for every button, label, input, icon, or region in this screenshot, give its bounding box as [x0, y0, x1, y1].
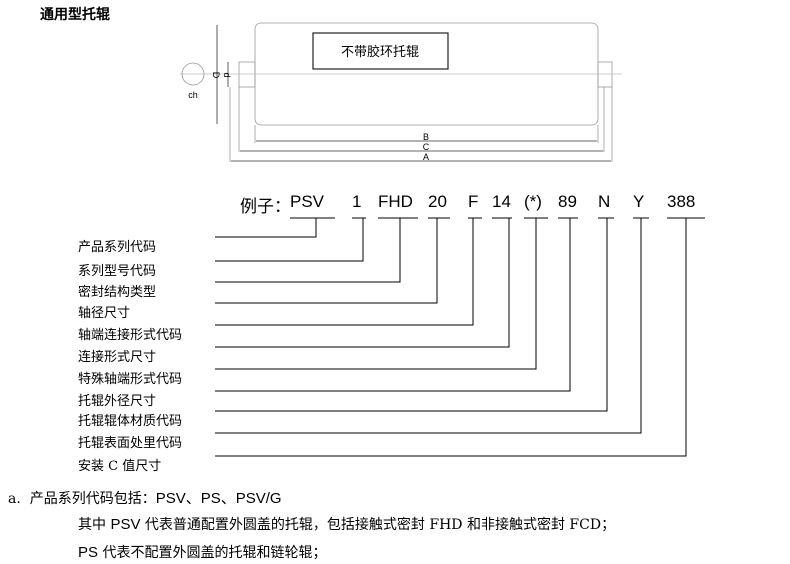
code-label: 产品系列代码 [78, 240, 157, 255]
code-leader-line [215, 218, 364, 262]
code-label: 密封结构类型 [78, 285, 157, 300]
code-leader-line [215, 218, 510, 348]
example-prefix: 例子： [240, 197, 291, 216]
note-line-2: 其中 PSV 代表普通配置外圆盖的托辊，包括接触式密封 FHD 和非接触式密封 … [78, 516, 616, 533]
shaft-end-view [181, 62, 205, 86]
code-label: 托辊外径尺寸 [78, 394, 157, 409]
code-segment: Y [633, 192, 645, 211]
code-label: 轴端连接形式代码 [78, 328, 183, 343]
code-leader-line [215, 218, 642, 434]
note-a-text: 产品系列代码包括： [29, 491, 156, 507]
code-label: 连接形式尺寸 [78, 350, 157, 365]
code-leader-line [215, 218, 474, 326]
dim-a: A [423, 152, 429, 162]
code-leader-line [215, 218, 537, 370]
code-label: 托辊辊体材质代码 [78, 414, 183, 429]
dim-D: D [211, 72, 221, 79]
code-leader-line [215, 218, 687, 457]
label-box [312, 32, 449, 70]
right-shaft [597, 61, 613, 88]
code-segment: N [598, 192, 611, 211]
left-shaft [238, 61, 256, 88]
code-segment: F [468, 192, 479, 211]
code-leader-line [215, 218, 571, 392]
note-marker: a. [8, 491, 21, 507]
code-segment: 89 [558, 192, 577, 211]
code-leader-line [215, 218, 438, 304]
label-box-text: 不带胶环托辊 [341, 44, 419, 60]
code-label: 托辊表面处里代码 [78, 436, 183, 451]
note-a: a. 产品系列代码包括：PSV、PS、PSV/G [8, 487, 282, 508]
code-segment: 1 [352, 192, 362, 211]
code-segment: 20 [428, 192, 447, 211]
roller-diagram: 不带胶环托辊 B C A D d ch [180, 22, 705, 457]
code-segment: FHD [378, 192, 413, 211]
roller-drawing [180, 22, 622, 162]
dim-ch: ch [188, 90, 198, 100]
code-tree-lines [215, 217, 705, 457]
dim-c: C [423, 142, 430, 152]
code-leader-line [215, 218, 401, 283]
code-segment: 14 [492, 192, 511, 211]
code-label: 系列型号代码 [78, 264, 157, 279]
dim-b: B [423, 132, 429, 142]
dim-d: d [222, 72, 232, 77]
code-segment: PSV [290, 192, 325, 211]
code-leader-line [215, 218, 608, 412]
code-segment: 388 [667, 192, 696, 211]
code-label: 特殊轴端形式代码 [78, 372, 183, 387]
note-a-codes: PSV、PS、PSV/G [155, 490, 282, 507]
code-segment: (*) [524, 192, 542, 211]
code-label: 安装 C 值尺寸 [78, 459, 162, 474]
code-label: 轴径尺寸 [78, 306, 131, 321]
page-title: 通用型托辊 [40, 7, 110, 23]
code-leader-line [215, 218, 317, 238]
note-line-3: PS 代表不配置外圆盖的托辊和链轮辊； [78, 544, 327, 561]
